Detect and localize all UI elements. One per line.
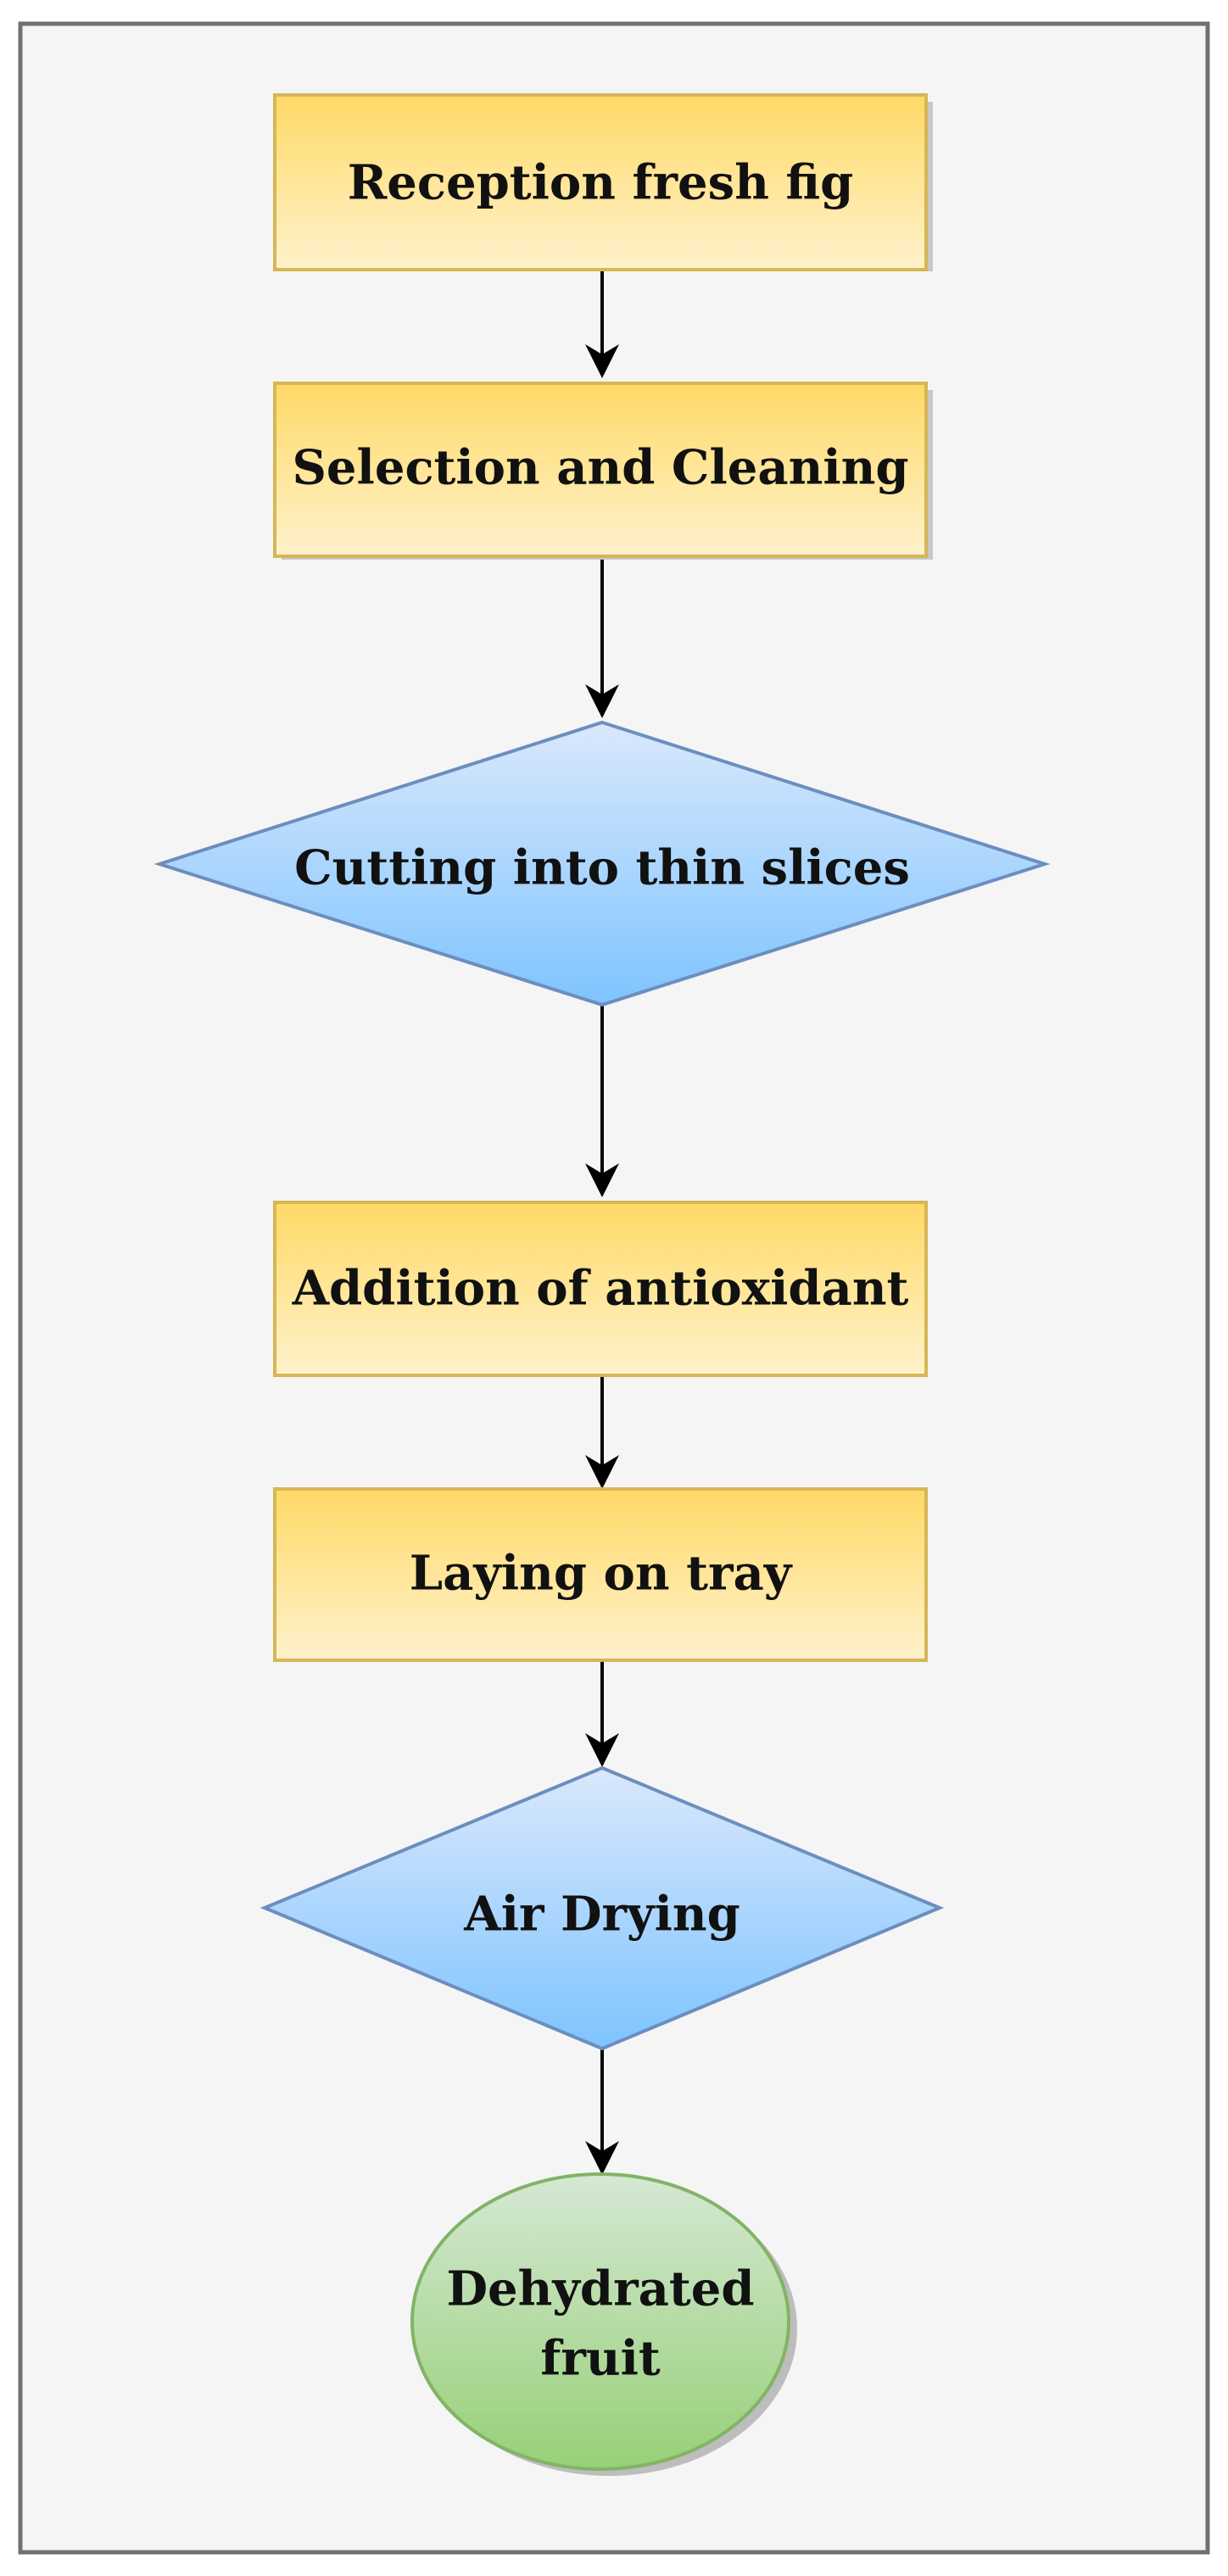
node-laying: Laying on tray bbox=[273, 1487, 928, 1662]
node-reception: Reception fresh fig bbox=[273, 93, 933, 271]
node-reception-label: Reception fresh fig bbox=[348, 155, 854, 211]
node-selection: Selection and Cleaning bbox=[273, 382, 933, 560]
node-cutting-label: Cutting into thin slices bbox=[294, 840, 910, 896]
node-drying-label: Air Drying bbox=[463, 1887, 740, 1943]
node-reception-box bbox=[273, 93, 928, 271]
node-laying-box bbox=[273, 1487, 928, 1662]
node-dehydrated-label-line-2: fruit bbox=[540, 2331, 661, 2387]
node-cutting: Cutting into thin slices bbox=[154, 720, 1051, 1007]
node-laying-label: Laying on tray bbox=[410, 1546, 793, 1602]
node-drying: Air Drying bbox=[260, 1765, 945, 2051]
node-addition-label: Addition of antioxidant bbox=[292, 1261, 909, 1317]
node-dehydrated-ellipse bbox=[410, 2172, 790, 2471]
node-selection-label: Selection and Cleaning bbox=[292, 440, 908, 496]
node-drying-diamond bbox=[260, 1765, 945, 2051]
node-dehydrated: Dehydrated fruit bbox=[410, 2172, 797, 2476]
node-addition-box bbox=[273, 1201, 928, 1377]
node-selection-box bbox=[273, 382, 928, 558]
node-addition: Addition of antioxidant bbox=[273, 1201, 928, 1377]
node-cutting-diamond bbox=[154, 720, 1051, 1007]
node-dehydrated-label-line-1: Dehydrated bbox=[446, 2261, 754, 2317]
